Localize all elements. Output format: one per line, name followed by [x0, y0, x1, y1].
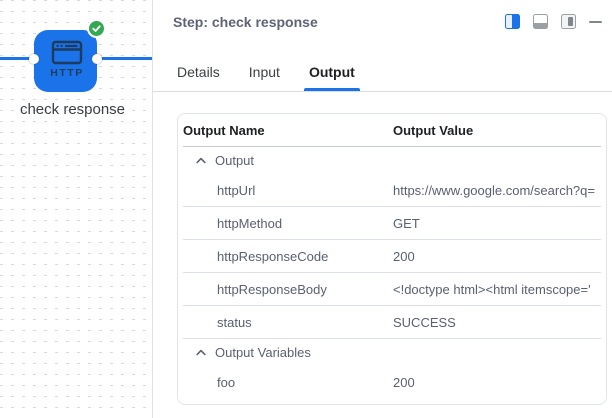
output-value: 200	[393, 375, 415, 390]
table-body: Output httpUrl https://www.google.com/sear…	[183, 147, 601, 399]
output-value: <!doctype html><html itemscope='	[393, 281, 591, 297]
column-header-output-value: Output Value	[393, 122, 474, 138]
output-name: httpResponseBody	[217, 281, 327, 297]
window-controls	[505, 12, 602, 29]
tab-output[interactable]: Output	[303, 64, 360, 91]
output-name: httpUrl	[217, 182, 256, 198]
http-browser-icon: HTTP	[50, 40, 83, 79]
node-label: check response	[19, 101, 126, 118]
table-row: httpUrl https://www.google.com/search?q=	[183, 174, 601, 207]
svg-text:HTTP: HTTP	[50, 67, 83, 79]
output-value: SUCCESS	[393, 314, 456, 330]
output-name: httpMethod	[217, 215, 283, 231]
output-name: foo	[217, 375, 236, 390]
step-details-panel: Step: check response Details Input Outpu…	[153, 0, 612, 418]
output-value: GET	[393, 215, 420, 231]
minimize-icon[interactable]	[589, 14, 602, 29]
output-name: httpResponseCode	[217, 248, 329, 264]
output-name: Output	[215, 153, 255, 168]
panel-divider	[152, 0, 153, 418]
output-port[interactable]	[92, 54, 102, 64]
collapse-chevron-icon[interactable]	[196, 157, 206, 164]
dock-float-icon[interactable]	[561, 14, 576, 29]
http-task-node[interactable]: HTTP	[34, 19, 106, 92]
table-row: httpResponseBody <!doctype html><html ite…	[183, 273, 601, 306]
section-row: Output Variables	[183, 339, 601, 366]
table-row: httpResponseCode 200	[183, 240, 601, 273]
table-row: httpMethod GET	[183, 207, 601, 240]
output-name: Output Variables	[215, 345, 311, 360]
column-header-output-name: Output Name	[183, 122, 265, 138]
table-header-row: Output Name Output Value	[183, 114, 601, 147]
output-name: status	[217, 314, 252, 330]
dock-right-icon[interactable]	[505, 14, 520, 29]
table-row: foo 200	[183, 366, 601, 399]
tab-details[interactable]: Details	[177, 64, 220, 80]
success-check-icon	[87, 19, 106, 38]
dock-bottom-icon[interactable]	[533, 14, 548, 29]
output-value: 200	[393, 248, 415, 264]
panel-header: Step: check response	[153, 0, 612, 46]
tab-bar: Details Input Output	[153, 46, 612, 92]
output-value: https://www.google.com/search?q=	[393, 182, 595, 198]
section-row: Output	[183, 147, 601, 174]
tab-input[interactable]: Input	[248, 64, 280, 80]
workflow-canvas[interactable]: HTTP check response	[0, 0, 152, 418]
input-port[interactable]	[29, 54, 39, 64]
panel-title: Step: check response	[173, 14, 318, 30]
table-row: status SUCCESS	[183, 306, 601, 339]
collapse-chevron-icon[interactable]	[196, 349, 206, 356]
